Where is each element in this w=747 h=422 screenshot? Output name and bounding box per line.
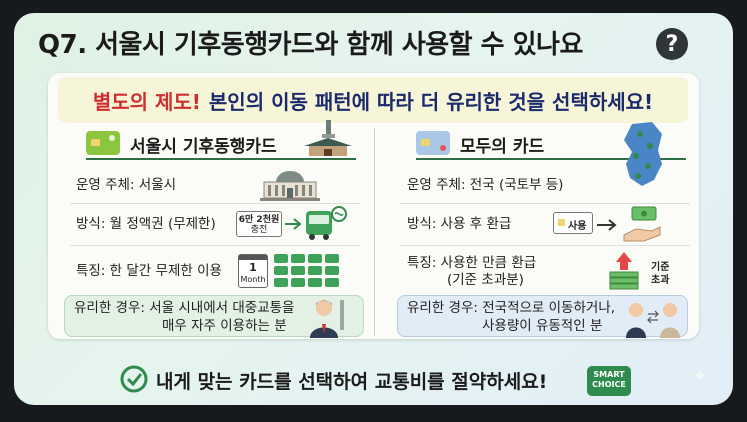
charge-amount: 6만 2천원 [238,215,280,225]
right-operator: 운영 주체: 전국 (국토부 등) [407,177,564,193]
city-hall-icon [260,171,320,201]
charge-tag: 6만 2천원 충전 [236,211,282,237]
bus-icon [306,211,332,240]
infinity-icon [331,206,347,222]
page-title: Q7. 서울시 기후동행카드와 함께 사용할 수 있나요 [38,30,583,60]
left-method: 방식: 월 정액권 (무제한) [76,216,216,232]
smart-choice-badge: SMART CHOICE [587,366,631,396]
smart-badge-line1: SMART [593,370,625,379]
right-separator-2 [400,245,690,246]
right-method: 방식: 사용 후 환급 [407,216,512,232]
calendar-month-number: 1 [249,261,257,274]
calendar-month-label: Month [240,275,266,284]
left-benefit-line1: 유리한 경우: 서울 시내에서 대중교통을 [74,299,294,317]
use-tag: 사용 [553,212,593,234]
seoul-landmark-icon [304,120,352,156]
right-heading-underline [416,158,686,160]
use-tag-label: 사용 [568,221,587,232]
money-stack-icon [609,252,639,290]
refund-hand-icon [623,206,661,242]
businessman-icon [310,300,344,338]
sparkle-icon: ✦ [692,364,709,388]
left-benefit-box [64,295,364,337]
right-separator-1 [400,203,690,204]
right-heading: 모두의 카드 [460,137,545,157]
arrow-right-icon-2 [597,219,617,231]
calendar-icon: 1 Month [238,254,268,288]
left-separator-2 [70,245,360,246]
blue-card-icon [416,131,450,155]
right-feature-line1: 특징: 사용한 만큼 환급 [407,255,537,271]
right-benefit-text2: 사용량이 유동적인 분 [482,318,603,334]
left-benefit-text1: 서울 시내에서 대중교통을 [149,300,295,316]
notice-banner: 별도의 제도! 본인의 이동 패턴에 따라 더 유리한 것을 선택하세요! [58,77,688,123]
charge-label: 충전 [250,225,268,235]
left-operator: 운영 주체: 서울시 [76,177,177,193]
bus-grid-icon [274,254,339,287]
left-benefit-label: 유리한 경우: [74,300,145,316]
korea-map-icon [624,122,662,186]
threshold-label-1: 기준 [651,262,670,273]
threshold-label-2: 초과 [651,275,670,286]
left-feature: 특징: 한 달간 무제한 이용 [76,263,222,279]
check-icon [120,365,148,393]
column-divider [374,128,375,336]
right-benefit-label: 유리한 경우: [407,300,478,316]
smart-badge-line2: CHOICE [592,380,626,389]
left-separator-1 [70,203,360,204]
right-benefit-line1: 유리한 경우: 전국적으로 이동하거나, [407,299,615,317]
two-people-icon [626,303,680,338]
left-benefit-text2: 매우 자주 이용하는 분 [162,318,287,334]
left-heading-underline [86,158,356,160]
right-benefit-text1: 전국적으로 이동하거나, [482,300,616,316]
green-card-icon [86,131,120,155]
banner-highlight: 별도의 제도! [92,89,201,114]
banner-text: 본인의 이동 패턴에 따라 더 유리한 것을 선택하세요! [208,89,654,114]
right-feature-line2: (기준 초과분) [447,272,524,288]
arrow-right-icon [285,218,302,230]
left-heading: 서울시 기후동행카드 [130,137,277,157]
bottom-slogan: 내게 맞는 카드를 선택하여 교통비를 절약하세요! [156,371,548,393]
question-mark-icon: ? [656,28,688,60]
